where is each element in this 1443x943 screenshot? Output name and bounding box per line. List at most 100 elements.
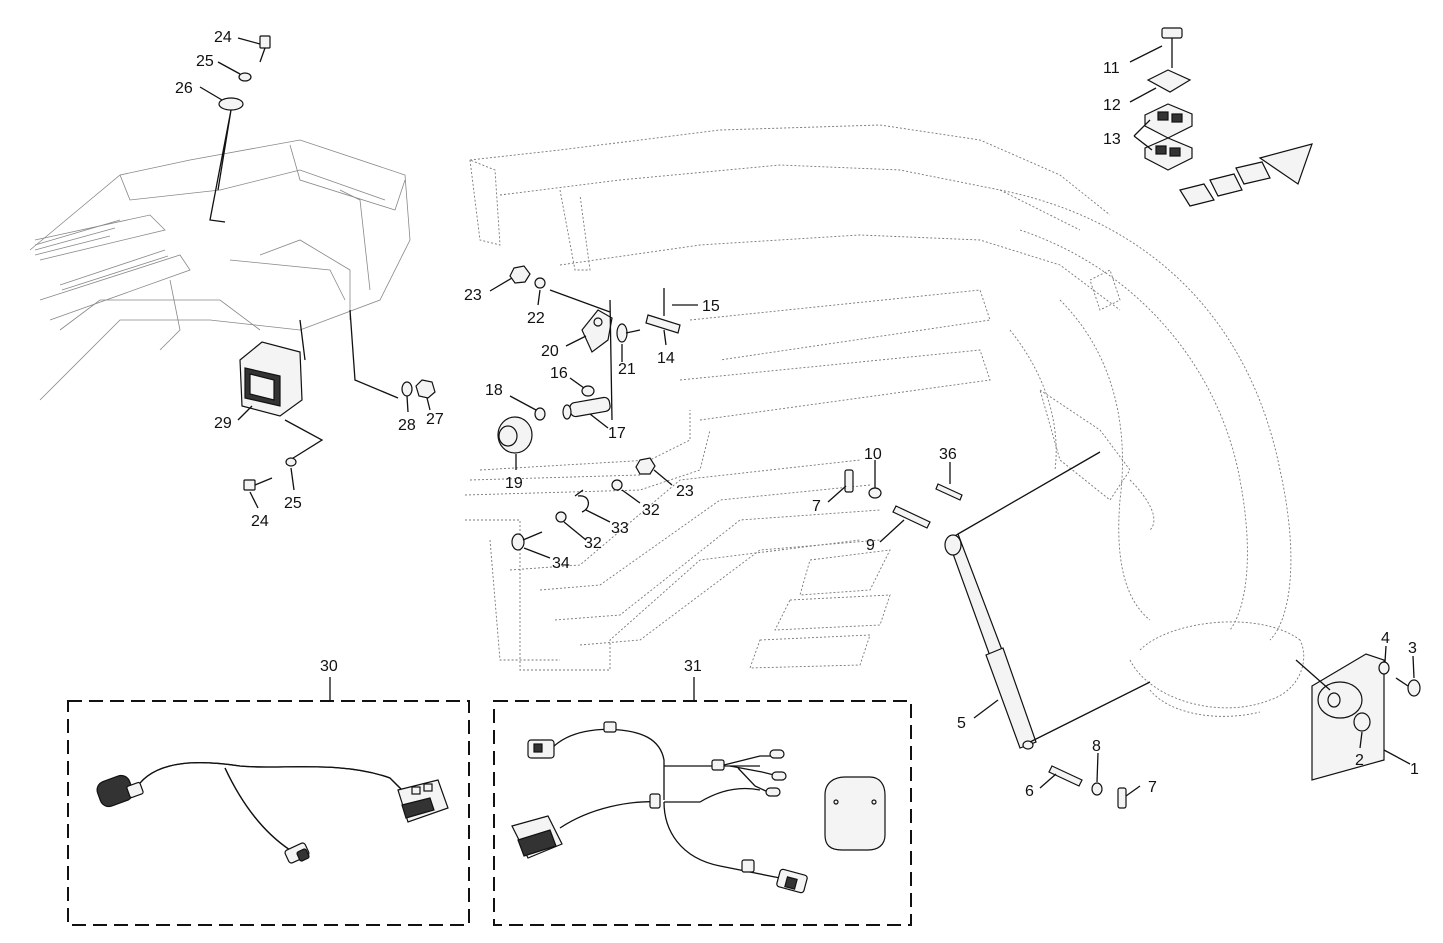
callout-3: 3: [1408, 640, 1417, 657]
pin-7-bottom: [1117, 787, 1127, 809]
kit-box-30: [67, 700, 470, 926]
clamp-20: [581, 309, 613, 353]
callout-labels: 24 25 26 29 28 27 24 25 23 22 20 21 15 1…: [175, 29, 1419, 800]
clip-33: [574, 489, 589, 513]
callout-31: 31: [684, 658, 702, 675]
terminal-icon-2: [771, 771, 787, 781]
callout-32-left: 32: [584, 535, 602, 552]
callout-34: 34: [552, 555, 570, 572]
callout-36: 36: [939, 446, 957, 463]
washer-8: [1091, 782, 1103, 796]
pin-6: [1048, 765, 1083, 787]
washer-28: [401, 381, 413, 397]
work-lamp-29: [239, 341, 303, 417]
terminal-icon-1: [769, 749, 785, 759]
callout-22: 22: [527, 310, 545, 327]
washer-32-right: [611, 479, 623, 491]
bolt-34: [511, 531, 543, 551]
callout-32-right: 32: [642, 502, 660, 519]
harness-30: [96, 762, 449, 864]
bolt-3: [1395, 677, 1421, 697]
switch-17: [562, 396, 611, 420]
washer-16: [581, 385, 595, 397]
nut-23-bottom: [635, 457, 656, 475]
callout-7-top: 7: [812, 498, 821, 515]
center-leader: [549, 289, 613, 421]
callout-6: 6: [1025, 783, 1034, 800]
nut-23-top: [509, 265, 531, 284]
callout-21: 21: [618, 361, 636, 378]
callout-15: 15: [702, 298, 720, 315]
lamp-31: [824, 776, 886, 851]
callout-18: 18: [485, 382, 503, 399]
callout-26: 26: [175, 80, 193, 97]
plate-26: [218, 97, 244, 111]
callout-10: 10: [864, 446, 882, 463]
callout-25-bottom: 25: [284, 495, 302, 512]
nut-leader: [349, 309, 399, 399]
washer-25-bottom: [285, 457, 297, 467]
round-connector-icon: [96, 774, 144, 808]
strut-leader-top: [957, 451, 1101, 535]
callout-27: 27: [426, 411, 444, 428]
pin-36: [935, 483, 963, 501]
end-connector-icon: [776, 868, 808, 894]
bolt-11: [1161, 27, 1183, 68]
block-13-bottom: [1144, 137, 1193, 171]
bracket-leader: [1295, 659, 1331, 691]
gas-strut-5: [944, 533, 1037, 750]
harness-31: [511, 721, 808, 894]
plate-12: [1146, 69, 1192, 93]
callout-1: 1: [1410, 761, 1419, 778]
pin-14: [645, 314, 681, 334]
callout-14: 14: [657, 350, 675, 367]
pin-9: [892, 505, 931, 529]
callout-8: 8: [1092, 738, 1101, 755]
kit-box-31: [493, 700, 912, 926]
callout-24-bottom: 24: [251, 513, 269, 530]
callout-17: 17: [608, 425, 626, 442]
nut-27: [415, 379, 436, 399]
callout-25-top: 25: [196, 53, 214, 70]
callout-2: 2: [1355, 752, 1364, 769]
strut-leader-bottom: [1029, 681, 1151, 743]
callout-12: 12: [1103, 97, 1121, 114]
plug-connector-icon: [284, 842, 310, 864]
callout-13: 13: [1103, 131, 1121, 148]
bolt-21: [616, 323, 641, 343]
callout-33: 33: [611, 520, 629, 537]
bolt-24-top: [259, 35, 271, 63]
mount-leader: [209, 109, 232, 223]
callout-30: 30: [320, 658, 338, 675]
bracket-1: [1311, 653, 1385, 781]
terminal-icon-3: [765, 787, 781, 797]
callout-19: 19: [505, 475, 523, 492]
callout-16: 16: [550, 365, 568, 382]
callout-4: 4: [1381, 630, 1390, 647]
callout-9: 9: [866, 537, 875, 554]
washer-4: [1378, 661, 1390, 675]
large-connector-icon: [511, 815, 563, 859]
bolt-24-bottom: [243, 477, 273, 491]
block-connector-icon: [397, 779, 449, 823]
tractor-frame-background: [29, 139, 411, 401]
pin-7-top: [844, 469, 854, 493]
washer-25-top: [238, 72, 252, 82]
block-13-top: [1144, 103, 1193, 139]
direction-arrow-icon: [1179, 143, 1313, 207]
washer-18: [534, 407, 546, 421]
step-outline-background: [464, 289, 991, 671]
callout-leaders: [199, 37, 1415, 797]
fender-background: [469, 124, 1305, 717]
callout-29: 29: [214, 415, 232, 432]
knob-19: [497, 416, 533, 454]
bushing-2: [1353, 712, 1371, 732]
callout-23-bottom: 23: [676, 483, 694, 500]
washer-22: [534, 277, 546, 289]
lamp-leader: [284, 319, 324, 461]
callout-20: 20: [541, 343, 559, 360]
washer-32-left: [555, 511, 567, 523]
small-connector-icon: [527, 739, 555, 759]
washer-10: [868, 487, 882, 499]
